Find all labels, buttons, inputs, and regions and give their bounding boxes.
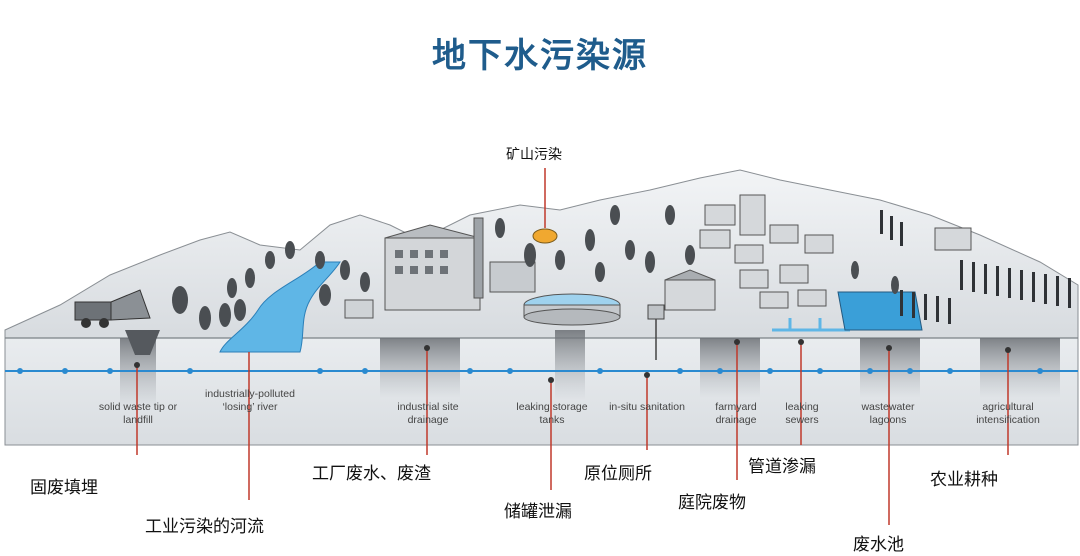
wastewater-lagoon [837, 291, 923, 331]
leader-lines [136, 168, 1009, 525]
zh-label-farmyard: 庭院废物 [678, 493, 746, 513]
en-label-farmyard: farmyard drainage [715, 401, 757, 426]
en-label-sewers: leaking sewers [785, 401, 819, 426]
water-table-dots [17, 368, 1043, 374]
zh-label-sewers: 管道渗漏 [748, 457, 816, 477]
zh-label-industrial: 工厂废水、废渣 [312, 464, 431, 484]
zh-label-river: 工业污染的河流 [145, 517, 264, 537]
mine-pit [532, 228, 558, 244]
trees [172, 205, 899, 330]
polluted-river [219, 261, 341, 353]
zh-label-lagoon: 废水池 [853, 535, 904, 555]
storage-tank [523, 293, 621, 326]
sewer-pipes [772, 318, 850, 332]
landfill-truck [74, 289, 160, 355]
en-label-lagoon: wastewater lagoons [861, 401, 915, 426]
en-label-industrial: industrial site drainage [397, 401, 459, 426]
page-title: 地下水污染源 [432, 36, 648, 76]
zh-label-landfill: 固废填埋 [30, 478, 98, 498]
en-label-landfill: solid waste tip or landfill [98, 401, 178, 426]
en-label-agri: agricultural intensification [976, 401, 1040, 426]
zh-label-sanitation: 原位厕所 [584, 464, 652, 484]
farm-buildings [664, 194, 972, 311]
latrine [647, 304, 665, 320]
en-label-river: industrially-polluted ‘losing’ river [205, 388, 295, 413]
en-label-tanks: leaking storage tanks [516, 401, 588, 426]
zh-label-tanks: 储罐泄漏 [504, 502, 572, 522]
crop-rows [880, 210, 1071, 324]
leader-dots [134, 339, 1011, 383]
zh-label-agri: 农业耕种 [930, 470, 998, 490]
en-label-sanitation: in-situ sanitation [609, 401, 685, 413]
zh-label-mine: 矿山污染 [506, 147, 562, 163]
factory [344, 217, 536, 319]
